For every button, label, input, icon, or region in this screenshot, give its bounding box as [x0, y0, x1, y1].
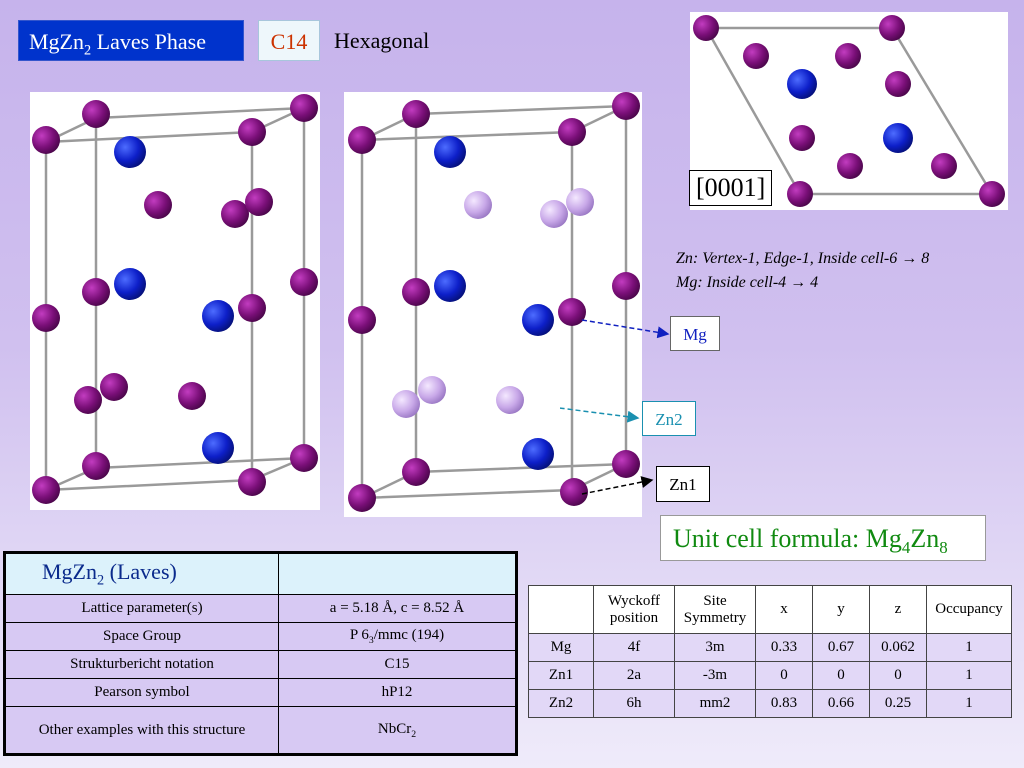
properties-header-empty [278, 552, 517, 595]
wyckoff-header-cell: Occupancy [926, 585, 1012, 634]
crystal-system-label: Hexagonal [334, 28, 430, 53]
table-row: Zn1 2a -3m 0 0 0 1 [528, 661, 1012, 690]
wyckoff-cell: 1 [926, 661, 1012, 690]
wyckoff-cell: -3m [674, 661, 756, 690]
properties-header-row: MgZn2 (Laves) [4, 552, 517, 595]
property-value: C15 [278, 650, 517, 679]
properties-header: MgZn2 (Laves) [4, 552, 279, 595]
title-rest: Laves Phase [91, 29, 207, 54]
title-badge: MgZn2 Laves Phase [18, 20, 244, 61]
wyckoff-cell: 0 [755, 661, 813, 690]
property-label: Space Group [4, 622, 279, 651]
property-value: a = 5.18 Å, c = 8.52 Å [278, 594, 517, 623]
wyckoff-header-cell: y [812, 585, 870, 634]
properties-header-rest: (Laves) [104, 558, 177, 584]
wyckoff-header-cell: z [869, 585, 927, 634]
example-formula: NbCr [377, 720, 412, 737]
space-group-sub: 3 [368, 635, 374, 646]
wyckoff-cell: Zn1 [528, 661, 594, 690]
wyckoff-cell: 4f [593, 633, 675, 662]
projection-diagram [693, 15, 1005, 207]
wyckoff-cell: 0.25 [869, 689, 927, 718]
wyckoff-cell: 0.83 [755, 689, 813, 718]
wyckoff-cell: 6h [593, 689, 675, 718]
property-value: NbCr2 [278, 706, 517, 755]
structure-type-badge: C14 [258, 20, 320, 61]
wyckoff-cell: 1 [926, 689, 1012, 718]
space-group-b: /mmc (194) [373, 627, 445, 643]
wyckoff-cell: 0.67 [812, 633, 870, 662]
table-row: Space Group P 63/mmc (194) [4, 622, 517, 651]
unit-cell-diagram-2 [348, 92, 640, 512]
space-group-a: P 6 [349, 627, 369, 643]
wyckoff-cell: mm2 [674, 689, 756, 718]
properties-table: MgZn2 (Laves) Lattice parameter(s) a = 5… [3, 551, 518, 756]
property-label: Pearson symbol [4, 678, 279, 707]
table-row: Pearson symbol hP12 [4, 678, 517, 707]
wyckoff-header-cell: Site Symmetry [674, 585, 756, 634]
property-value: hP12 [278, 678, 517, 707]
wyckoff-cell: Zn2 [528, 689, 594, 718]
wyckoff-header-row: Wyckoff position Site Symmetry x y z Occ… [528, 585, 1012, 634]
unit-cell-diagram-1 [32, 94, 318, 504]
property-value: P 63/mmc (194) [278, 622, 517, 651]
wyckoff-cell: 1 [926, 633, 1012, 662]
table-row: Mg 4f 3m 0.33 0.67 0.062 1 [528, 633, 1012, 662]
properties-header-main: MgZn [42, 558, 97, 584]
property-label: Strukturbericht notation [4, 650, 279, 679]
wyckoff-cell: 0.33 [755, 633, 813, 662]
zn1-atom-label: Zn1 [656, 466, 710, 502]
unit-cell-view-2 [344, 92, 642, 517]
wyckoff-cell: 3m [674, 633, 756, 662]
wyckoff-cell: 0 [869, 661, 927, 690]
table-row: Lattice parameter(s) a = 5.18 Å, c = 8.5… [4, 594, 517, 623]
formula-zn-count: 8 [939, 538, 948, 558]
zn2-atom-label: Zn2 [642, 401, 696, 436]
projection-view: [0001] [689, 12, 1008, 210]
wyckoff-header-cell: Wyckoff position [593, 585, 675, 634]
formula-zn: Zn [910, 524, 940, 553]
label-connectors [560, 319, 670, 495]
title-main: MgZn [29, 29, 84, 54]
wyckoff-header-cell [528, 585, 594, 634]
projection-direction-label: [0001] [689, 170, 773, 206]
table-row: Zn2 6h mm2 0.83 0.66 0.25 1 [528, 689, 1012, 718]
wyckoff-cell: 0 [812, 661, 870, 690]
wyckoff-cell: 0.062 [869, 633, 927, 662]
mg-atom-label: Mg [670, 316, 720, 351]
formula-prefix: Unit cell formula: Mg [673, 524, 902, 553]
wyckoff-cell: 2a [593, 661, 675, 690]
example-formula-sub: 2 [411, 728, 417, 740]
unit-cell-formula: Unit cell formula: Mg4Zn8 [660, 515, 986, 561]
wyckoff-cell: Mg [528, 633, 594, 662]
table-row: Other examples with this structure NbCr2 [4, 706, 517, 755]
property-label: Lattice parameter(s) [4, 594, 279, 623]
zn-count-note: Zn: Vertex-1, Edge-1, Inside cell-6 → 8 [676, 250, 930, 267]
property-label: Other examples with this structure [4, 706, 279, 755]
wyckoff-table: Wyckoff position Site Symmetry x y z Occ… [528, 585, 1012, 718]
wyckoff-cell: 0.66 [812, 689, 870, 718]
properties-header-sub: 2 [97, 572, 105, 589]
wyckoff-header-cell: x [755, 585, 813, 634]
unit-cell-view-1 [30, 92, 320, 510]
table-row: Strukturbericht notation C15 [4, 650, 517, 679]
title-subscript: 2 [84, 42, 92, 59]
mg-count-note: Mg: Inside cell-4 → 4 [676, 274, 819, 291]
formula-mg-count: 4 [901, 538, 911, 558]
